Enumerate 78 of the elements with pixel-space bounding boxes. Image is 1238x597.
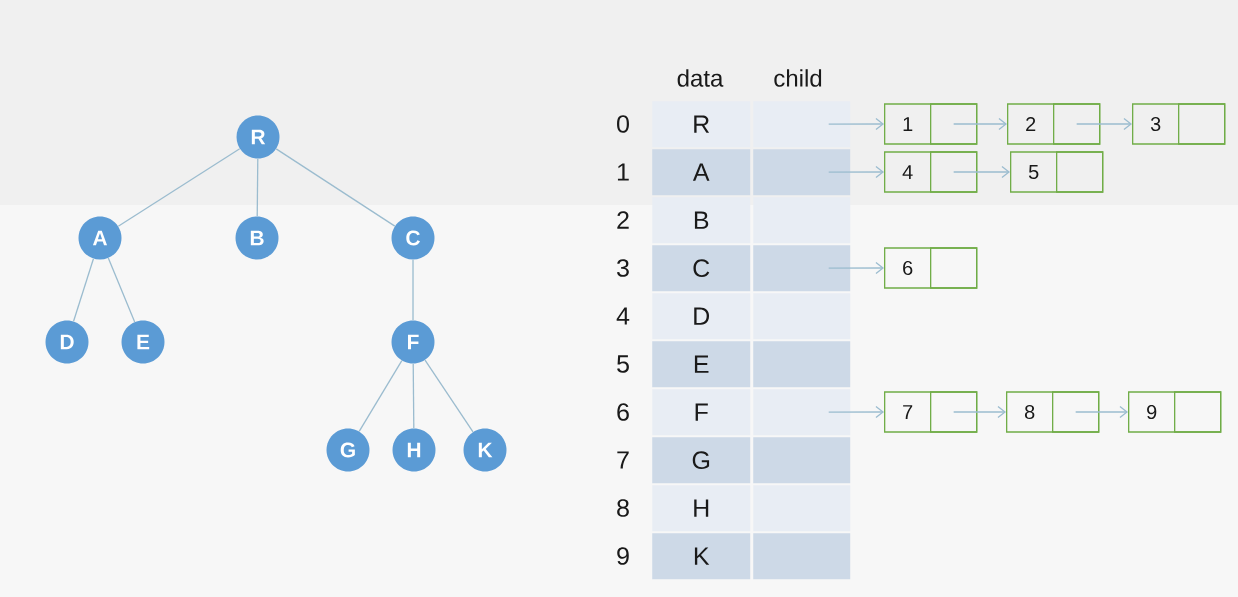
pointer-cell (1052, 391, 1100, 433)
row-index: 3 (617, 259, 629, 277)
list-node-box: 7 (884, 391, 978, 433)
arrow (1075, 405, 1129, 419)
table-cell (753, 341, 851, 388)
tree-node: E (121, 320, 165, 364)
table-cell: K (652, 533, 751, 580)
arrow (953, 165, 1010, 179)
pointer-cell (930, 247, 978, 289)
column-header: data (677, 69, 724, 87)
table-cell (753, 245, 851, 292)
tree-node: D (45, 320, 89, 364)
connector-line (117, 148, 241, 227)
table-cell (753, 101, 851, 148)
tree-node: G (326, 428, 370, 472)
tree-node: B (235, 216, 279, 260)
tree-node: A (78, 216, 122, 260)
list-node-box: 9 (1128, 391, 1222, 433)
row-index: 8 (617, 499, 629, 517)
list-node-box: 2 (1007, 103, 1101, 145)
table-cell (753, 293, 851, 340)
tree-node: F (391, 320, 435, 364)
table-cell: A (652, 149, 751, 196)
table-cell: G (652, 437, 751, 484)
table-cell (753, 149, 851, 196)
list-node-box: 5 (1010, 151, 1104, 193)
connector-line (275, 148, 396, 227)
connector-line (72, 258, 95, 322)
list-node-box: 1 (884, 103, 978, 145)
pointer-cell (1178, 103, 1226, 145)
pointer-cell (930, 151, 978, 193)
arrow (953, 405, 1006, 419)
tree-node: C (391, 216, 435, 260)
table-cell: R (652, 101, 751, 148)
row-index: 6 (617, 403, 629, 421)
row-index: 4 (616, 307, 630, 325)
connector-line (358, 359, 403, 433)
table-cell (753, 437, 851, 484)
arrow (1076, 117, 1133, 131)
table-cell: D (652, 293, 751, 340)
tree-node: R (236, 115, 280, 159)
pointer-cell (1174, 391, 1222, 433)
connector-line (107, 257, 136, 323)
connector-line (412, 363, 415, 429)
table-cell (753, 389, 851, 436)
connector-line (256, 158, 259, 217)
pointer-cell (930, 391, 978, 433)
table-cell (753, 533, 851, 580)
arrow (828, 405, 884, 419)
tree-node: K (463, 428, 507, 472)
table-cell (753, 485, 851, 532)
tree-node: H (392, 428, 436, 472)
row-index: 5 (617, 355, 629, 373)
table-cell: E (652, 341, 751, 388)
list-node-box: 8 (1006, 391, 1100, 433)
pointer-cell (1056, 151, 1104, 193)
pointer-cell (930, 103, 978, 145)
row-index: 7 (617, 451, 629, 469)
row-index: 9 (617, 547, 629, 565)
arrow (953, 117, 1007, 131)
list-node-box: 6 (884, 247, 978, 289)
arrow (828, 165, 884, 179)
row-index: 1 (617, 163, 629, 181)
table-cell (753, 197, 851, 244)
table-cell: C (652, 245, 751, 292)
table-cell: F (652, 389, 751, 436)
column-header: child (774, 69, 822, 87)
table-cell: H (652, 485, 751, 532)
pointer-cell (1053, 103, 1101, 145)
connector-line (412, 259, 414, 321)
arrow (828, 117, 884, 131)
row-index: 2 (617, 211, 629, 229)
list-node-box: 4 (884, 151, 978, 193)
arrow (828, 261, 884, 275)
row-index: 0 (617, 115, 629, 133)
connector-line (424, 359, 474, 433)
list-node-box: 3 (1132, 103, 1226, 145)
table-cell: B (652, 197, 751, 244)
